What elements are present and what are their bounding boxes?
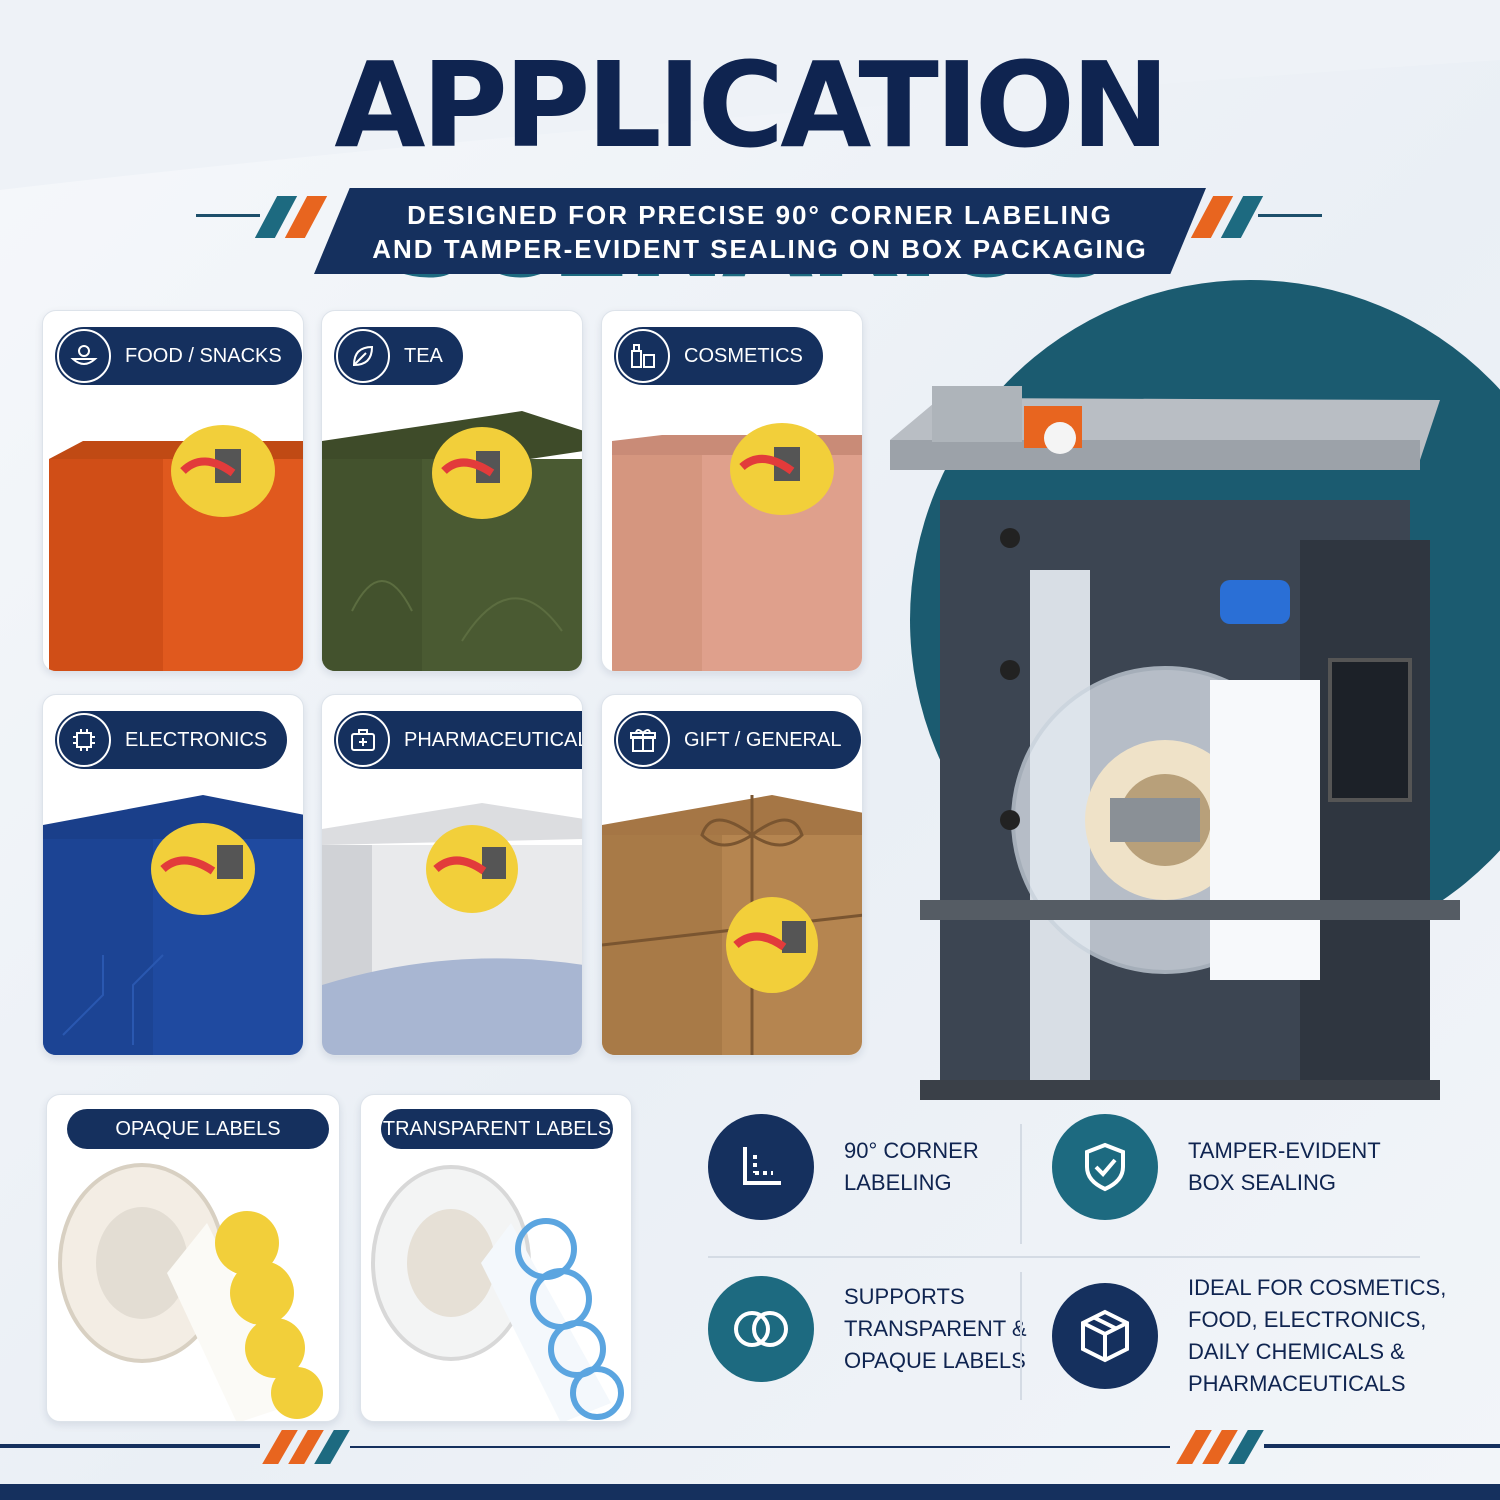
scenario-card-gift: GIFT / GENERAL (601, 694, 863, 1056)
feature-text: 90° CORNER LABELING (844, 1138, 979, 1195)
scenario-tag: TEA (334, 327, 463, 385)
feature-divider (1020, 1124, 1022, 1244)
food-icon (57, 329, 111, 383)
feature-divider (708, 1256, 1420, 1258)
scenario-tag: FOOD / SNACKS (55, 327, 302, 385)
blue-box-image (43, 795, 303, 1055)
package-box-icon (1052, 1283, 1158, 1389)
kraft-box-image (602, 795, 862, 1055)
feature-ideal-for: IDEAL FOR COSMETICS, FOOD, ELECTRONICS, … (1052, 1272, 1446, 1400)
subtitle-line-1: DESIGNED FOR PRECISE 90° CORNER LABELING (407, 200, 1113, 230)
chip-icon (57, 713, 111, 767)
white-box-image (322, 803, 582, 1055)
labeling-machine-image (890, 386, 1460, 1100)
scenario-label: COSMETICS (684, 344, 803, 367)
subtitle-line-2: AND TAMPER-EVIDENT SEALING ON BOX PACKAG… (372, 234, 1148, 264)
scenario-card-food: FOOD / SNACKS (42, 310, 304, 672)
opaque-label-roll-image (58, 1163, 323, 1421)
gift-icon (616, 713, 670, 767)
scenario-card-tea: TEA (321, 310, 583, 672)
scenario-tag: PHARMACEUTICALS (334, 711, 583, 769)
scenario-card-cosmetics: COSMETICS (601, 310, 863, 672)
scenario-tag: GIFT / GENERAL (614, 711, 862, 769)
scenario-card-electronics: ELECTRONICS (42, 694, 304, 1056)
transparent-label-roll-image (371, 1165, 624, 1421)
scenario-card-pharmaceuticals: PHARMACEUTICALS (321, 694, 583, 1056)
scenario-label: FOOD / SNACKS (125, 344, 282, 367)
leaf-icon (336, 329, 390, 383)
feature-tamper-evident: TAMPER-EVIDENT BOX SEALING (1052, 1114, 1381, 1220)
feature-divider (1020, 1272, 1022, 1400)
transparent-labels-tag: TRANSPARENT LABELS (381, 1109, 613, 1149)
subtitle-banner: DESIGNED FOR PRECISE 90° CORNER LABELING… (196, 188, 1322, 278)
feature-corner-labeling: 90° CORNER LABELING (708, 1114, 979, 1220)
scenario-label: TEA (404, 344, 443, 367)
scenario-label: PHARMACEUTICALS (404, 728, 583, 751)
scenario-label: GIFT / GENERAL (684, 728, 842, 751)
shield-check-icon (1052, 1114, 1158, 1220)
scenario-tag: ELECTRONICS (55, 711, 288, 769)
green-box-image (322, 411, 582, 671)
medical-kit-icon (336, 713, 390, 767)
opaque-labels-tag: OPAQUE LABELS (67, 1109, 329, 1149)
pink-box-image (612, 423, 862, 671)
orange-box-image (49, 425, 303, 671)
feature-text: SUPPORTS TRANSPARENT & OPAQUE LABELS (844, 1284, 1027, 1373)
feature-supports-labels: SUPPORTS TRANSPARENT & OPAQUE LABELS (708, 1276, 1027, 1382)
opaque-labels-card: OPAQUE LABELS (46, 1094, 340, 1422)
corner-angle-icon (708, 1114, 814, 1220)
scenario-label: ELECTRONICS (125, 728, 268, 751)
title-part-1: APPLICATION (334, 36, 1170, 174)
rings-icon (708, 1276, 814, 1382)
bottles-icon (616, 329, 670, 383)
scenario-tag: COSMETICS (614, 327, 823, 385)
feature-text: TAMPER-EVIDENT BOX SEALING (1188, 1138, 1381, 1195)
feature-text: IDEAL FOR COSMETICS, FOOD, ELECTRONICS, … (1188, 1275, 1447, 1396)
transparent-labels-card: TRANSPARENT LABELS (360, 1094, 632, 1422)
